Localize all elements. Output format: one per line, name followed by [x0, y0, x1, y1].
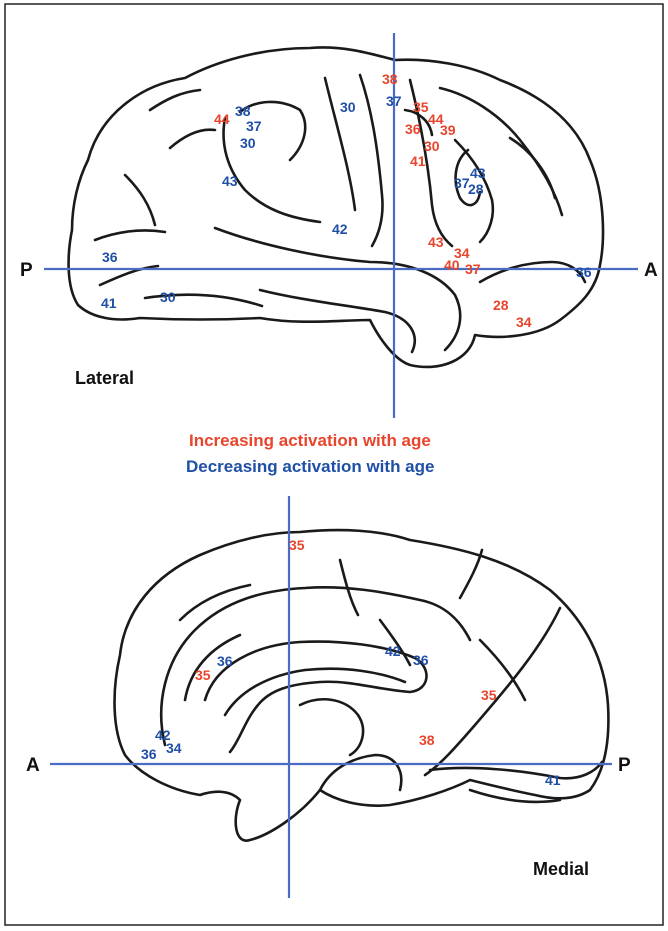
lateral-label: 28 [493, 297, 509, 313]
lateral-labels: 38 37 35 44 36 39 30 41 43 37 28 43 34 4… [101, 71, 592, 330]
lateral-label: 28 [468, 181, 484, 197]
lateral-label: 41 [410, 153, 426, 169]
lateral-label: 30 [240, 135, 256, 151]
lateral-label: 30 [160, 289, 176, 305]
lateral-frontal-pole-sulcus [510, 138, 555, 198]
medial-label: 41 [545, 772, 561, 788]
lateral-label: 43 [428, 234, 444, 250]
lateral-label: 30 [424, 138, 440, 154]
lateral-label: 44 [214, 111, 230, 127]
lateral-label: 40 [444, 257, 460, 273]
lateral-label: 36 [102, 249, 118, 265]
medial-view-label: Medial [533, 859, 589, 879]
lateral-label: 34 [516, 314, 532, 330]
lateral-label: 43 [222, 173, 238, 189]
medial-brain [115, 530, 609, 841]
lateral-view-label: Lateral [75, 368, 134, 388]
medial-label: 35 [195, 667, 211, 683]
lateral-superior-parietal [150, 90, 200, 110]
lateral-label: 39 [440, 122, 456, 138]
medial-label: 36 [217, 653, 233, 669]
medial-label: 35 [481, 687, 497, 703]
medial-labels: 35 36 35 42 36 35 38 42 36 34 41 [141, 537, 561, 788]
medial-marginal-sulcus [460, 550, 482, 598]
lateral-label: 37 [386, 93, 402, 109]
medial-left-axis-letter: A [26, 755, 40, 776]
medial-label: 42 [385, 643, 401, 659]
medial-corpus-inner [225, 669, 405, 715]
lateral-label: 41 [101, 295, 117, 311]
lateral-central-sulcus [360, 75, 383, 246]
lateral-angular-sulcus [170, 130, 215, 148]
lateral-postcentral-sulcus [325, 78, 355, 210]
lateral-label: 37 [246, 118, 262, 134]
legend-decreasing: Decreasing activation with age [186, 457, 434, 476]
legend-increasing: Increasing activation with age [189, 431, 431, 450]
lateral-label: 35 [413, 99, 429, 115]
lateral-label: 43 [470, 165, 486, 181]
lateral-label: 36 [405, 121, 421, 137]
lateral-lunate-sulcus [95, 230, 165, 240]
lateral-orbital-sulcus [480, 262, 585, 282]
lateral-occipital-sulcus [125, 175, 155, 225]
lateral-label: 38 [235, 103, 251, 119]
lateral-label: 38 [382, 71, 398, 87]
medial-label: 35 [289, 537, 305, 553]
lateral-label: 36 [576, 264, 592, 280]
lateral-left-axis-letter: P [20, 260, 33, 281]
lateral-right-axis-letter: A [644, 260, 658, 281]
lateral-sylvian-fissure [215, 228, 460, 350]
medial-label: 36 [141, 746, 157, 762]
lateral-label: 30 [340, 99, 356, 115]
medial-label: 38 [419, 732, 435, 748]
lateral-label: 42 [332, 221, 348, 237]
lateral-label: 37 [465, 261, 481, 277]
medial-label: 36 [413, 652, 429, 668]
medial-temporal-uncus [320, 755, 401, 790]
medial-fornix [300, 699, 363, 755]
medial-right-axis-letter: P [618, 755, 631, 776]
medial-label: 34 [166, 740, 182, 756]
